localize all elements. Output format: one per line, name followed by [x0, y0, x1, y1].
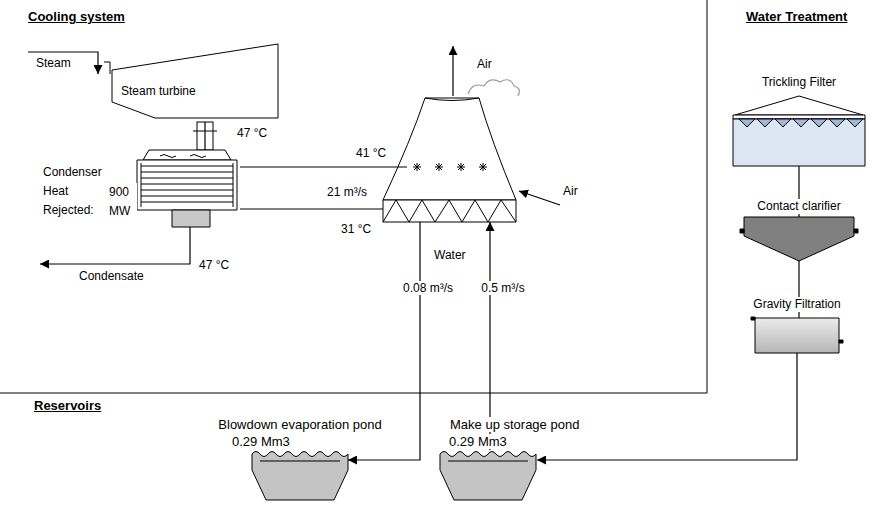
- shape-label: Trickling Filter: [762, 75, 836, 90]
- shape-part: [440, 452, 536, 501]
- shape-label: 0.29 Mm3: [449, 434, 507, 449]
- shape-label: Steam turbine: [121, 84, 196, 99]
- frame-line: [707, 0, 708, 393]
- steam-pipe: [28, 52, 98, 74]
- shape-label: Blowdown evaporation pond: [218, 417, 381, 432]
- pipe-connector: [489, 222, 490, 450]
- shape-part: [112, 44, 278, 118]
- shape-part: [383, 167, 407, 168]
- flow-label: 41 °C: [355, 146, 387, 160]
- vapour-plume: [468, 80, 519, 96]
- flow-rate-label: 21 m³/s: [326, 185, 368, 199]
- shape-label: 900 MW: [109, 183, 137, 221]
- shape-outline: [440, 450, 537, 502]
- flow-label: Air: [562, 184, 579, 198]
- steam-inlet: [104, 62, 110, 74]
- condensate-pipe: [40, 227, 190, 264]
- exhaust-duct: [197, 122, 213, 150]
- shape-label: Gravity Filtration: [753, 297, 840, 312]
- air-out-arrow: [452, 46, 453, 96]
- shape-outline: [383, 95, 516, 222]
- shape-label: Make up storage pond: [450, 417, 579, 432]
- shape-part: [448, 461, 528, 462]
- cooling-tower: [383, 95, 516, 222]
- temperature-label: 47 °C: [198, 258, 230, 272]
- section-heading: Water Treatment: [745, 9, 848, 24]
- flow-label: Steam: [35, 56, 72, 70]
- shape-outline: [105, 40, 283, 122]
- trickling-filter: Trickling Filter: [733, 95, 865, 166]
- air-in-arrow: [519, 191, 560, 205]
- pipe-connector: [240, 166, 383, 167]
- shape-part: [143, 150, 231, 160]
- flow-label: 0.5 m³/s: [480, 281, 525, 295]
- contact-clarifier: Contact clarifier: [744, 217, 854, 261]
- pipe-connector: [204, 122, 205, 150]
- shape-label: 0.29 Mm3: [232, 434, 290, 449]
- shape-part: [425, 98, 479, 101]
- shape-part: [740, 229, 858, 233]
- shape-part: [735, 96, 863, 115]
- flow-label: 0.08 m³/s: [402, 281, 454, 295]
- shape-outline: [744, 217, 854, 261]
- pipe-connector: [240, 208, 383, 209]
- shape-part: [172, 210, 210, 227]
- shape-part: [755, 318, 839, 353]
- shape-part: [260, 461, 340, 462]
- blowdown-pond: Blowdown evaporation pond0.29 Mm3: [252, 450, 348, 502]
- pipe-connector: [537, 353, 797, 460]
- gravity-filter: Gravity Filtration: [755, 318, 839, 353]
- shape-part: [160, 155, 206, 158]
- shape-part: [733, 119, 865, 166]
- shape-part: [383, 200, 516, 222]
- shape-label: Condenser Heat Rejected:: [43, 163, 107, 220]
- shape-part: [383, 98, 516, 200]
- shape-part: [739, 119, 863, 127]
- temperature-label: 47 °C: [236, 126, 268, 140]
- shape-part: [413, 163, 487, 171]
- shape-part: [751, 317, 843, 343]
- shape-outline: [733, 95, 865, 166]
- frame-line: [0, 393, 707, 394]
- makeup-pond: Make up storage pond0.29 Mm3: [440, 450, 537, 502]
- shape-part: [733, 115, 865, 119]
- shape-label: Contact clarifier: [757, 199, 840, 214]
- flow-label: 31 °C: [340, 222, 372, 236]
- flow-label: Condensate: [78, 269, 145, 283]
- shape-part: [141, 163, 233, 207]
- shape-part: [383, 200, 516, 222]
- condenser: Condenser Heat Rejected:900 MW: [40, 150, 240, 230]
- section-heading: Reservoirs: [33, 398, 102, 413]
- shape-outline: [755, 318, 839, 353]
- shape-outline: [252, 450, 348, 502]
- steam-turbine: Steam turbine: [105, 40, 283, 122]
- section-heading: Cooling system: [27, 9, 126, 24]
- shape-part: [252, 452, 348, 501]
- flow-label: Air: [476, 57, 493, 71]
- shape-part: [137, 160, 237, 210]
- flow-label: Water: [433, 248, 467, 262]
- shape-part: [744, 217, 854, 261]
